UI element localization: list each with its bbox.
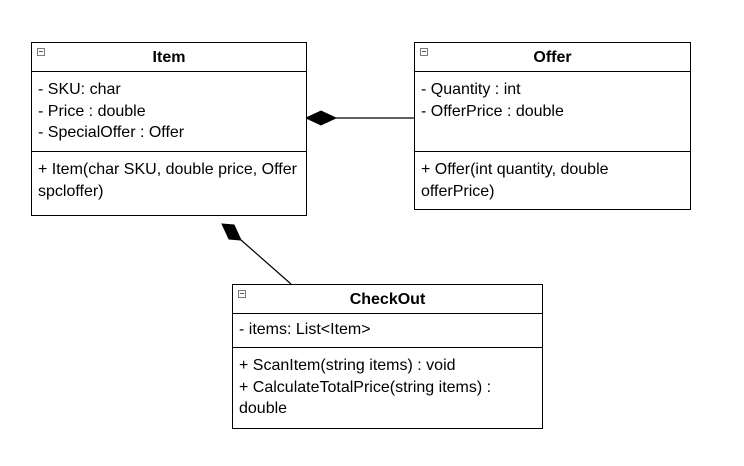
method: + Offer(int quantity, double offerPrice)	[421, 161, 609, 200]
class-item-methods: + Item(char SKU, double price, Offer spc…	[32, 152, 306, 202]
attribute: - Price : double	[38, 102, 146, 120]
attribute: - Quantity : int	[421, 81, 521, 98]
attribute: - items: List<Item>	[239, 321, 371, 338]
composition-diamond-item-offer	[304, 110, 338, 126]
attribute: - SKU: char	[38, 81, 121, 98]
class-offer-methods: + Offer(int quantity, double offerPrice)	[415, 152, 690, 202]
class-checkout-header: CheckOut	[233, 285, 542, 314]
collapse-icon[interactable]	[37, 48, 45, 56]
attribute: - OfferPrice : double	[421, 102, 564, 120]
method: + ScanItem(string items) : void	[239, 357, 456, 374]
composition-line-item-checkout	[240, 239, 292, 285]
class-checkout-title: CheckOut	[349, 291, 426, 308]
class-offer[interactable]: Offer - Quantity : int - OfferPrice : do…	[414, 42, 691, 210]
attribute: - SpecialOffer : Offer	[38, 124, 185, 141]
collapse-icon[interactable]	[238, 290, 246, 298]
class-checkout-methods: + ScanItem(string items) : void + Calcul…	[233, 348, 542, 420]
class-item-header: Item	[32, 43, 306, 72]
class-item[interactable]: Item - SKU: char - Price : double - Spec…	[31, 42, 307, 216]
class-item-attributes: - SKU: char - Price : double - SpecialOf…	[32, 72, 306, 152]
class-item-title: Item	[152, 49, 186, 66]
class-checkout-attributes: - items: List<Item>	[233, 314, 542, 348]
class-offer-title: Offer	[533, 49, 572, 66]
class-checkout[interactable]: CheckOut - items: List<Item> + ScanItem(…	[232, 284, 543, 429]
composition-item-offer[interactable]	[304, 110, 415, 126]
method: + Item(char SKU, double price, Offer spc…	[38, 161, 297, 200]
class-offer-attributes: - Quantity : int - OfferPrice : double	[415, 72, 690, 152]
class-offer-header: Offer	[415, 43, 690, 72]
method: + CalculateTotalPrice(string items) : do…	[239, 378, 492, 418]
composition-item-checkout[interactable]	[221, 223, 292, 285]
collapse-icon[interactable]	[420, 48, 428, 56]
composition-diamond-item-checkout	[221, 223, 242, 241]
